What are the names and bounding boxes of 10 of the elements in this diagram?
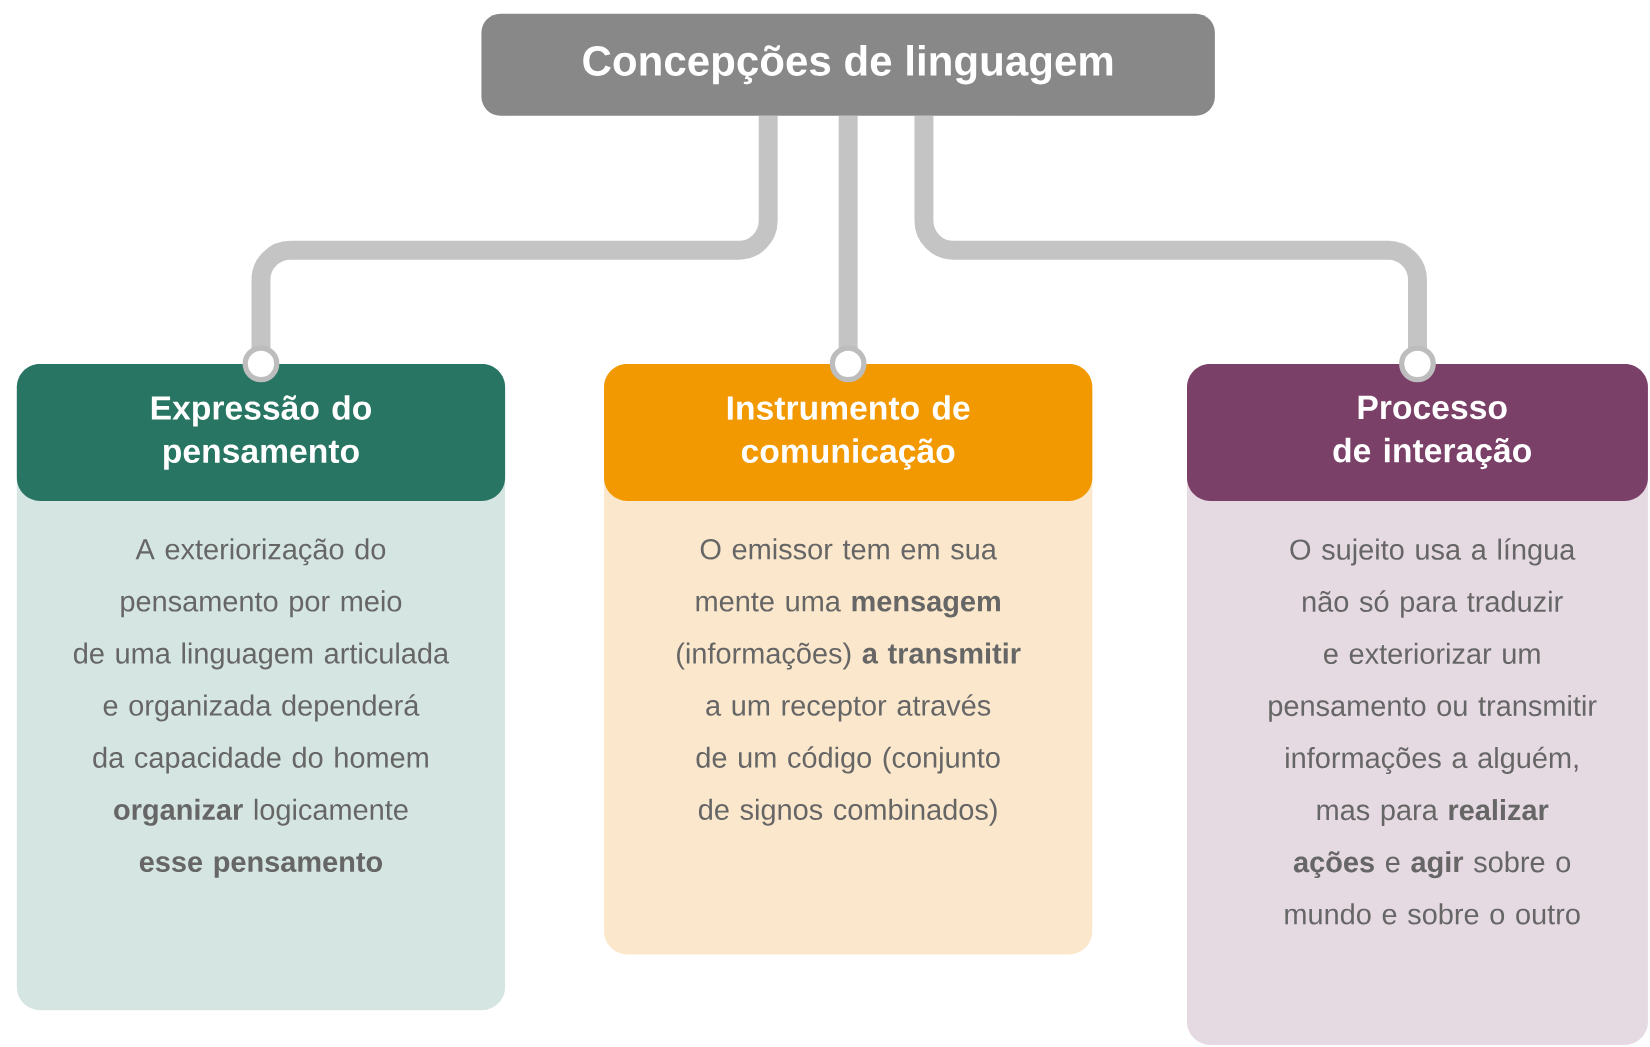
card-text: O sujeito usa a língua não só para traduzir e exteriorizar um pensamento ou transmitir informações a alguém, mas para realizar ações e agir sobre o mundo e sobre o outro xyxy=(1269,538,1597,925)
card-heading: Expressão do pensamento xyxy=(151,395,371,470)
card-text: A exteriorização do pensamento por meio de uma linguagem articulada e organizada dependerá da capacidade do homem organizar logicamente esse pensamento xyxy=(74,538,450,878)
connector-line xyxy=(914,115,1436,383)
card-text: O emissor tem em sua mente uma mensagem (informações) a transmitir a um receptor através de um código (conjunto de signos combinados) xyxy=(677,538,1021,826)
connector-line xyxy=(829,115,867,383)
connector-line xyxy=(242,115,778,383)
card-heading: Processo de interação xyxy=(1333,395,1531,470)
card-heading: Instrumento de comunicação xyxy=(727,395,970,470)
title-box: Concepções de linguagem xyxy=(481,13,1215,116)
